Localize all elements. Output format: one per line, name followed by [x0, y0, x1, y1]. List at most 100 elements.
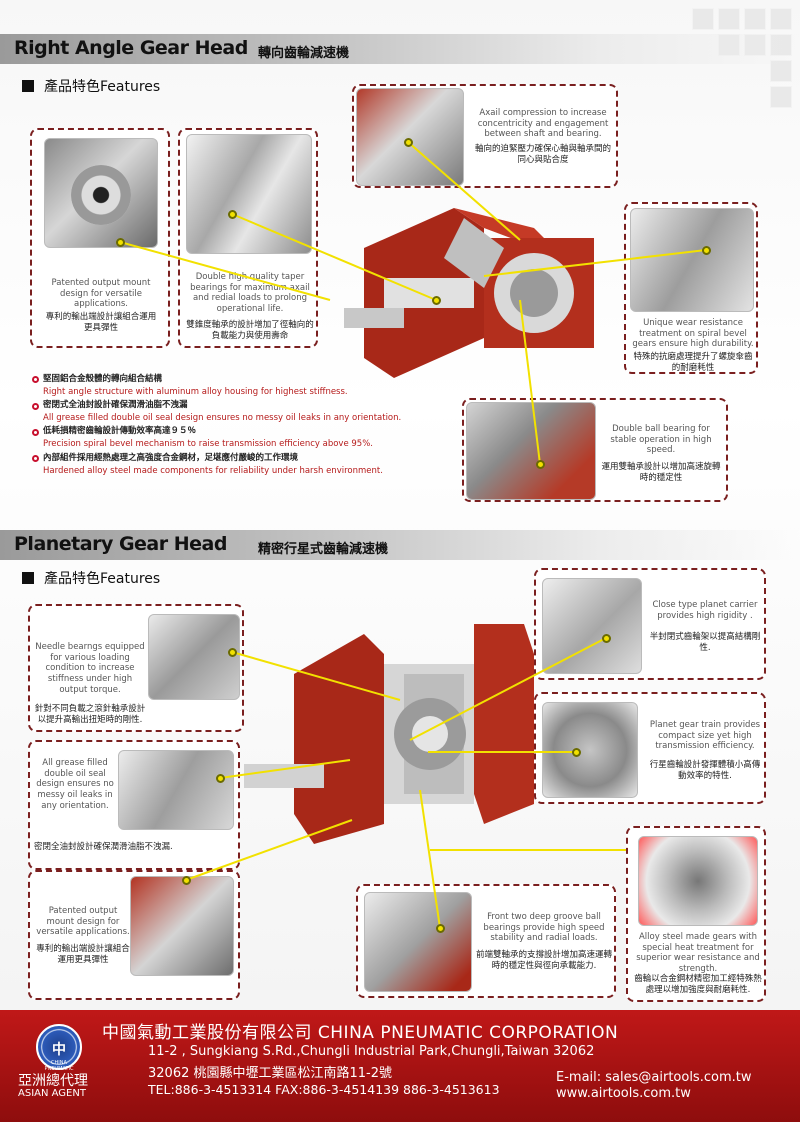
bevel-gear-photo: [630, 208, 754, 312]
alloy-gear-photo: [638, 836, 758, 926]
callout-en: Needle bearngs equipped for various load…: [35, 642, 145, 695]
features-heading: 產品特色Features: [22, 76, 160, 96]
callout-en: All grease filled double oil seal design…: [36, 758, 114, 811]
callout-groove-ball-bearings: Front two deep groove ball bearings prov…: [356, 884, 616, 998]
leader-dot: [182, 876, 191, 885]
leader-dot: [572, 748, 581, 757]
features-heading-label: 產品特色Features: [44, 79, 161, 95]
callout-zh: 齒輪以合金鋼材精密加工經特殊熱處理以增加強度與耐磨耗性.: [634, 974, 762, 996]
callout-zh: 半封閉式齒輪架以提高結構剛性.: [649, 632, 761, 654]
footer: 中 CHINA PNEUMATIC 亞洲總代理 ASIAN AGENT 中國氣動…: [0, 1010, 800, 1122]
callout-zh: 軸向的迫緊壓力確保心軸與軸承間的同心與貼合度: [474, 144, 611, 166]
email-link[interactable]: E-mail: sales@airtools.com.tw: [556, 1070, 752, 1085]
leader-dot: [432, 296, 441, 305]
callout-en: Patented output mount design for versati…: [51, 278, 151, 310]
agent-zh: 亞洲總代理: [18, 1073, 88, 1089]
leader-dot: [436, 924, 445, 933]
square-bullet-icon: [22, 80, 34, 92]
needle-bearing-photo: [148, 614, 240, 700]
leader-dot: [602, 634, 611, 643]
callout-wear-resistance: Unique wear resistance treatment on spir…: [624, 202, 758, 374]
logo-mark: 中: [52, 1042, 66, 1058]
company-logo: 中 CHINA PNEUMATIC: [36, 1024, 82, 1072]
decorative-squares: [620, 0, 800, 180]
callout-zh: 行星齒輪設計發揮體積小高傳動效率的特性.: [649, 760, 761, 782]
ring-bullet-icon: [32, 428, 39, 436]
callout-en: Double ball bearing for stable operation…: [610, 424, 712, 456]
callout-output-mount-2: Patented output mount design for versati…: [28, 870, 240, 1000]
callout-en: Alloy steel made gears with special heat…: [636, 932, 760, 974]
planet-train-photo: [542, 702, 638, 798]
callout-oil-seal: All grease filled double oil seal design…: [28, 740, 240, 870]
company-name: 中國氣動工業股份有限公司 CHINA PNEUMATIC CORPORATION: [102, 1023, 619, 1043]
callout-en: Axail compression to increase concentric…: [477, 108, 609, 140]
bullet-item: 低耗損精密齒輪設計傳動效率高達９５％ Precision spiral beve…: [32, 426, 462, 450]
callout-en: Front two deep groove ball bearings prov…: [483, 912, 605, 944]
bullet-en: Precision spiral bevel mechanism to rais…: [43, 439, 373, 450]
bullet-zh: 低耗損精密齒輪設計傳動效率高達９５％: [43, 426, 197, 437]
callout-en: Close type planet carrier provides high …: [652, 600, 758, 621]
planet-carrier-photo: [542, 578, 642, 674]
features-heading: 產品特色Features: [22, 568, 160, 588]
leader-dot: [116, 238, 125, 247]
leader-dot: [228, 210, 237, 219]
bullet-en: All grease filled double oil seal design…: [43, 413, 402, 424]
leader-dot: [536, 460, 545, 469]
callout-output-mount: Patented output mount design for versati…: [30, 128, 170, 348]
callout-zh: 專利的輸出端設計讓組合運用更具彈性: [45, 312, 157, 334]
section-header-planetary: Planetary Gear Head 精密行星式齒輪減速機: [0, 530, 800, 560]
callout-en: Unique wear resistance treatment on spir…: [632, 318, 754, 350]
feature-bullet-list: 堅固鋁合金殼體的轉向組合結構 Right angle structure wit…: [32, 374, 462, 479]
taper-bearings-photo: [186, 134, 312, 254]
website-link[interactable]: www.airtools.com.tw: [556, 1086, 691, 1101]
callout-double-ball-bearing: Double ball bearing for stable operation…: [462, 398, 728, 502]
callout-taper-bearings: Double high quality taper bearings for m…: [178, 128, 318, 348]
output-mount-photo: [130, 876, 234, 976]
leader-dot: [702, 246, 711, 255]
right-angle-gearbox-illustration: [334, 188, 624, 388]
callout-en: Planet gear train provides compact size …: [649, 720, 761, 752]
leader-dot: [216, 774, 225, 783]
bullet-en: Right angle structure with aluminum allo…: [43, 386, 348, 397]
bullet-zh: 密閉式全油封設計確保潤滑油脂不洩漏: [43, 400, 188, 411]
section-header-right-angle: Right Angle Gear Head 轉向齒輪減速機: [0, 34, 800, 64]
bullet-en: Hardened alloy steel made components for…: [43, 465, 383, 476]
callout-planet-gear-train: Planet gear train provides compact size …: [534, 692, 766, 804]
section-subtitle: 精密行星式齒輪減速機: [258, 542, 389, 557]
callout-alloy-steel: Alloy steel made gears with special heat…: [626, 826, 766, 1002]
logo-ring-text: CHINA PNEUMATIC: [44, 1060, 74, 1072]
callout-axial-compression: Axail compression to increase concentric…: [352, 84, 618, 188]
callout-en: Double high quality taper bearings for m…: [190, 272, 310, 314]
planetary-gearbox-illustration: [244, 614, 544, 844]
address-zh: 32062 桃園縣中壢工業區松江南路11-2號: [148, 1066, 392, 1081]
address-en: 11-2 , Sungkiang S.Rd.,Chungli Industria…: [148, 1044, 595, 1059]
section-subtitle: 轉向齒輪減速機: [258, 46, 350, 61]
ring-bullet-icon: [32, 455, 39, 463]
callout-planet-carrier: Close type planet carrier provides high …: [534, 568, 766, 680]
square-bullet-icon: [22, 572, 34, 584]
leader-dot: [228, 648, 237, 657]
oil-seal-photo: [118, 750, 234, 830]
leader-dot: [404, 138, 413, 147]
callout-zh: 針對不同負載之滾針軸承設計以提升高輸出扭矩時的剛性.: [34, 704, 146, 726]
bullet-item: 內部組件採用經熱處理之高強度合金鋼材，足堪應付嚴峻的工作環境 Hardened …: [32, 453, 462, 477]
callout-zh: 運用雙軸承設計以增加高速旋轉時的穩定性: [601, 462, 721, 484]
callout-needle-bearings: Needle bearngs equipped for various load…: [28, 604, 244, 732]
callout-en: Patented output mount design for versati…: [36, 906, 130, 938]
callout-zh: 雙錐度軸承的設計增加了徑軸向的負載能力與使用壽命: [186, 320, 314, 342]
bullet-item: 密閉式全油封設計確保潤滑油脂不洩漏 All grease filled doub…: [32, 400, 462, 424]
axial-photo: [356, 88, 464, 186]
ball-bearing-photo: [466, 402, 596, 500]
ring-bullet-icon: [32, 402, 39, 410]
section-title: Right Angle Gear Head: [14, 37, 248, 59]
callout-zh: 專利的輸出端設計讓組合運用更具彈性: [36, 944, 130, 966]
output-mount-photo: [44, 138, 158, 248]
groove-ball-photo: [364, 892, 472, 992]
callout-zh: 特殊的抗磨處理提升了螺旋傘齒的耐磨耗性: [633, 352, 753, 374]
tel-fax: TEL:886-3-4513314 FAX:886-3-4514139 886-…: [148, 1082, 500, 1097]
section-title: Planetary Gear Head: [14, 533, 227, 555]
bullet-item: 堅固鋁合金殼體的轉向組合結構 Right angle structure wit…: [32, 374, 462, 398]
bullet-zh: 堅固鋁合金殼體的轉向組合結構: [43, 374, 163, 384]
agent-en: ASIAN AGENT: [18, 1088, 86, 1099]
callout-zh: 密閉全油封設計確保潤滑油脂不洩漏.: [34, 842, 173, 852]
